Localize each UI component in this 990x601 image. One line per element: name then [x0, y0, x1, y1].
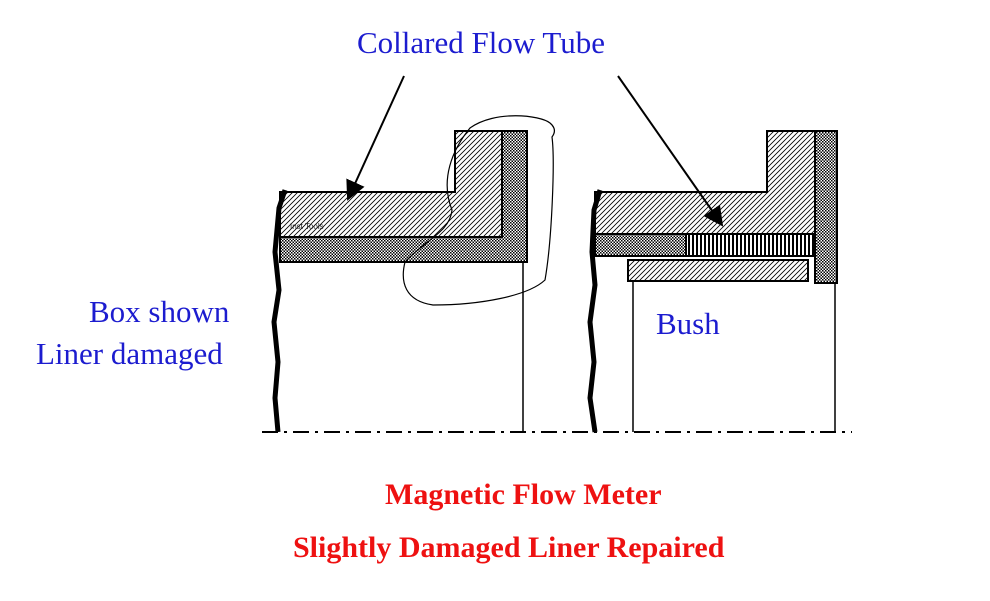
- label-liner-damaged: Liner damaged: [36, 336, 223, 371]
- right-flow-tube: [594, 130, 816, 235]
- right-repaired-section: [685, 233, 816, 257]
- left-liner: [279, 130, 528, 263]
- left-assembly: [271, 115, 555, 433]
- label-small-text: Inst Tools: [290, 222, 324, 231]
- arrow-to-right-tube: [617, 75, 724, 227]
- arrow-to-left-tube: [346, 75, 405, 201]
- left-pipe-wall: [271, 189, 288, 433]
- label-bush: Bush: [656, 306, 720, 341]
- title-line-1: Magnetic Flow Meter: [385, 478, 662, 511]
- label-box-shown: Box shown: [89, 294, 230, 329]
- right-liner-outer: [814, 130, 838, 284]
- right-liner-band: [594, 233, 687, 257]
- right-assembly: [587, 130, 838, 433]
- bush-insert: [627, 259, 809, 282]
- label-collared-flow-tube: Collared Flow Tube: [357, 25, 606, 60]
- right-pipe-wall: [587, 189, 603, 433]
- damage-box-outline: [402, 115, 555, 306]
- title-line-2: Slightly Damaged Liner Repaired: [293, 531, 725, 564]
